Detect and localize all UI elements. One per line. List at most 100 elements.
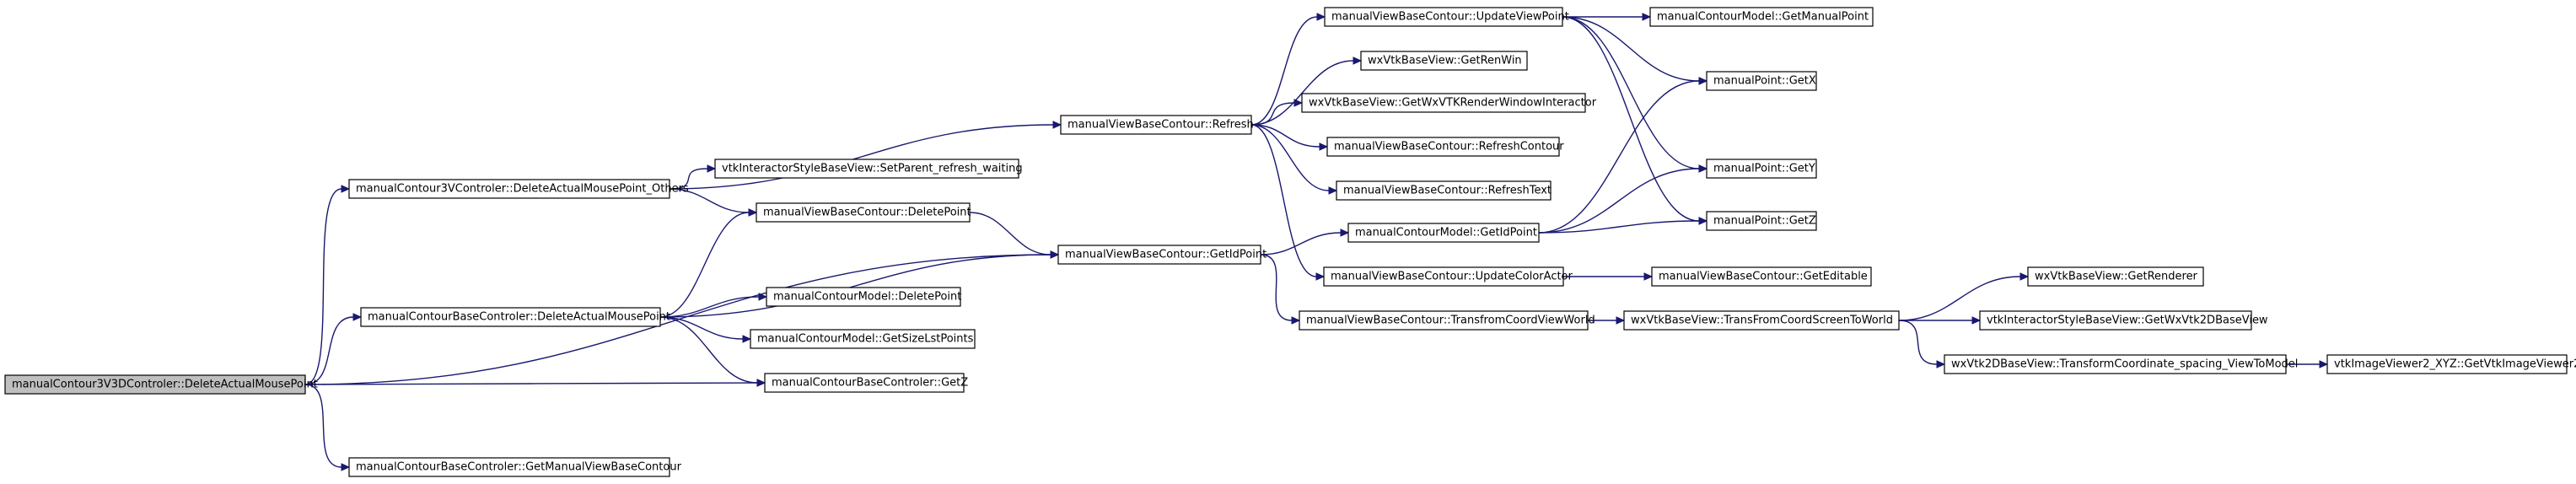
edge-line bbox=[1250, 16, 1318, 126]
node[interactable]: manualViewBaseContour::Refresh bbox=[1060, 115, 1254, 135]
node-label: manualViewBaseContour::GetEditable bbox=[1659, 271, 1868, 283]
node-label: manualViewBaseContour::DeletePoint bbox=[763, 207, 971, 219]
arrowhead-icon bbox=[352, 313, 363, 321]
call-edge bbox=[969, 212, 1060, 259]
node[interactable]: manualContourModel::GetIdPoint bbox=[1347, 223, 1540, 243]
arrowhead-icon bbox=[1353, 56, 1363, 65]
node[interactable]: manualViewBaseContour::TransfromCoordVie… bbox=[1299, 310, 1595, 331]
edge-line bbox=[659, 254, 1051, 318]
arrowhead-icon bbox=[1642, 13, 1652, 21]
node-label: manualContour3VControler::DeleteActualMo… bbox=[356, 183, 689, 196]
node[interactable]: manualContourModel::GetSizeLstPoints bbox=[750, 329, 976, 349]
arrowhead-icon bbox=[2319, 360, 2329, 368]
edge-line bbox=[1250, 102, 1295, 126]
node-label: manualPoint::GetZ bbox=[1713, 215, 1816, 228]
node[interactable]: manualViewBaseContour::GetEditable bbox=[1651, 266, 1872, 287]
edge-line bbox=[969, 212, 1051, 255]
node-label: manualViewBaseContour::TransfromCoordVie… bbox=[1306, 315, 1595, 327]
arrowhead-icon bbox=[1328, 186, 1338, 195]
node[interactable]: vtkInteractorStyleBaseView::SetParent_re… bbox=[714, 159, 1023, 179]
node[interactable]: wxVtkBaseView::GetRenderer bbox=[2027, 266, 2204, 287]
call-edge bbox=[304, 313, 363, 385]
call-edge bbox=[659, 316, 752, 343]
edge-line bbox=[1250, 124, 1320, 148]
node-label: manualContourModel::GetIdPoint bbox=[1355, 227, 1537, 239]
edge-line bbox=[1250, 124, 1330, 191]
node[interactable]: manualPoint::GetZ bbox=[1706, 211, 1817, 231]
node-label: vtkInteractorStyleBaseView::GetWxVtk2DBa… bbox=[1987, 315, 2268, 327]
edge-line bbox=[304, 382, 758, 385]
call-edge bbox=[1250, 124, 1338, 195]
node[interactable]: manualContourBaseControler::DeleteActual… bbox=[360, 307, 670, 327]
node[interactable]: manualPoint::GetX bbox=[1706, 71, 1817, 91]
edge-layer bbox=[304, 13, 2329, 471]
node[interactable]: manualViewBaseContour::RefreshText bbox=[1336, 180, 1552, 201]
call-edge bbox=[304, 384, 351, 471]
node[interactable]: wxVtkBaseView::TransFromCoordScreenToWor… bbox=[1623, 310, 1900, 331]
edge-line bbox=[1260, 232, 1342, 255]
call-edge bbox=[1898, 320, 1946, 368]
node[interactable]: manualContour3VControler::DeleteActualMo… bbox=[348, 179, 689, 199]
node-label: manualViewBaseContour::RefreshContour bbox=[1334, 141, 1564, 153]
node-label: wxVtkBaseView::GetRenderer bbox=[2035, 271, 2198, 283]
node-label: wxVtkBaseView::GetRenWin bbox=[1368, 55, 1522, 67]
arrowhead-icon bbox=[1291, 316, 1301, 325]
node-label: manualViewBaseContour::Refresh bbox=[1068, 119, 1254, 132]
edge-line bbox=[1260, 254, 1293, 321]
call-edge bbox=[659, 250, 1060, 318]
node[interactable]: wxVtk2DBaseView::TransformCoordinate_spa… bbox=[1944, 354, 2298, 374]
call-edge bbox=[1250, 13, 1326, 126]
arrowhead-icon bbox=[1643, 272, 1654, 281]
call-edge bbox=[659, 316, 766, 387]
node[interactable]: manualContourModel::GetManualPoint bbox=[1649, 7, 1874, 27]
call-edge bbox=[1260, 229, 1350, 255]
node[interactable]: manualViewBaseContour::DeletePoint bbox=[756, 202, 971, 223]
call-edge bbox=[659, 293, 768, 318]
arrowhead-icon bbox=[341, 463, 351, 471]
edge-line bbox=[1538, 168, 1700, 234]
node[interactable]: manualPoint::GetY bbox=[1706, 159, 1817, 179]
arrowhead-icon bbox=[1316, 13, 1326, 21]
call-edge bbox=[1250, 99, 1304, 126]
node[interactable]: vtkInteractorStyleBaseView::GetWxVtk2DBa… bbox=[1979, 310, 2268, 331]
call-edge bbox=[1898, 316, 1982, 325]
call-edge bbox=[1250, 124, 1329, 151]
node-label: manualViewBaseContour::GetIdPoint bbox=[1065, 249, 1266, 261]
arrowhead-icon bbox=[756, 379, 766, 387]
call-edge bbox=[304, 185, 351, 385]
node[interactable]: manualContourModel::DeletePoint bbox=[766, 287, 961, 307]
node-label: vtkImageViewer2_XYZ::GetVtkImageViewer2 bbox=[2334, 358, 2576, 371]
call-edge bbox=[1538, 164, 1708, 234]
node[interactable]: manualContourBaseControler::GetManualVie… bbox=[348, 457, 682, 477]
edge-line bbox=[659, 212, 750, 318]
arrowhead-icon bbox=[1052, 121, 1062, 129]
node[interactable]: wxVtkBaseView::GetRenWin bbox=[1360, 51, 1528, 71]
arrowhead-icon bbox=[1971, 316, 1982, 325]
node-label: manualContourBaseControler::DeleteActual… bbox=[368, 311, 670, 324]
node-label: manualPoint::GetX bbox=[1713, 75, 1816, 88]
arrowhead-icon bbox=[341, 185, 351, 193]
node[interactable]: manualContourBaseControler::GetZ bbox=[764, 373, 968, 393]
arrowhead-icon bbox=[1340, 229, 1350, 237]
arrowhead-icon bbox=[758, 293, 768, 301]
node-layer: manualContour3V3DControler::DeleteActual… bbox=[4, 7, 2576, 477]
edge-line bbox=[304, 384, 342, 468]
edge-line bbox=[304, 316, 354, 385]
node-root[interactable]: manualContour3V3DControler::DeleteActual… bbox=[4, 374, 318, 395]
edge-line bbox=[669, 168, 708, 190]
arrowhead-icon bbox=[1293, 99, 1304, 107]
edge-line bbox=[304, 254, 1051, 385]
node[interactable]: vtkImageViewer2_XYZ::GetVtkImageViewer2 bbox=[2326, 354, 2576, 374]
node[interactable]: manualViewBaseContour::UpdateViewPoint bbox=[1324, 7, 1569, 27]
node[interactable]: wxVtkBaseView::GetWxVTKRenderWindowInter… bbox=[1301, 93, 1597, 113]
call-edge bbox=[1538, 77, 1708, 234]
edge-line bbox=[1538, 220, 1700, 234]
arrowhead-icon bbox=[2019, 272, 2030, 281]
arrowhead-icon bbox=[748, 208, 758, 217]
node[interactable]: manualViewBaseContour::UpdateColorActor bbox=[1323, 266, 1573, 287]
node[interactable]: manualViewBaseContour::GetIdPoint bbox=[1057, 245, 1266, 265]
call-edge bbox=[1563, 272, 1654, 281]
node[interactable]: manualViewBaseContour::RefreshContour bbox=[1326, 137, 1564, 157]
edge-line bbox=[1538, 80, 1700, 234]
